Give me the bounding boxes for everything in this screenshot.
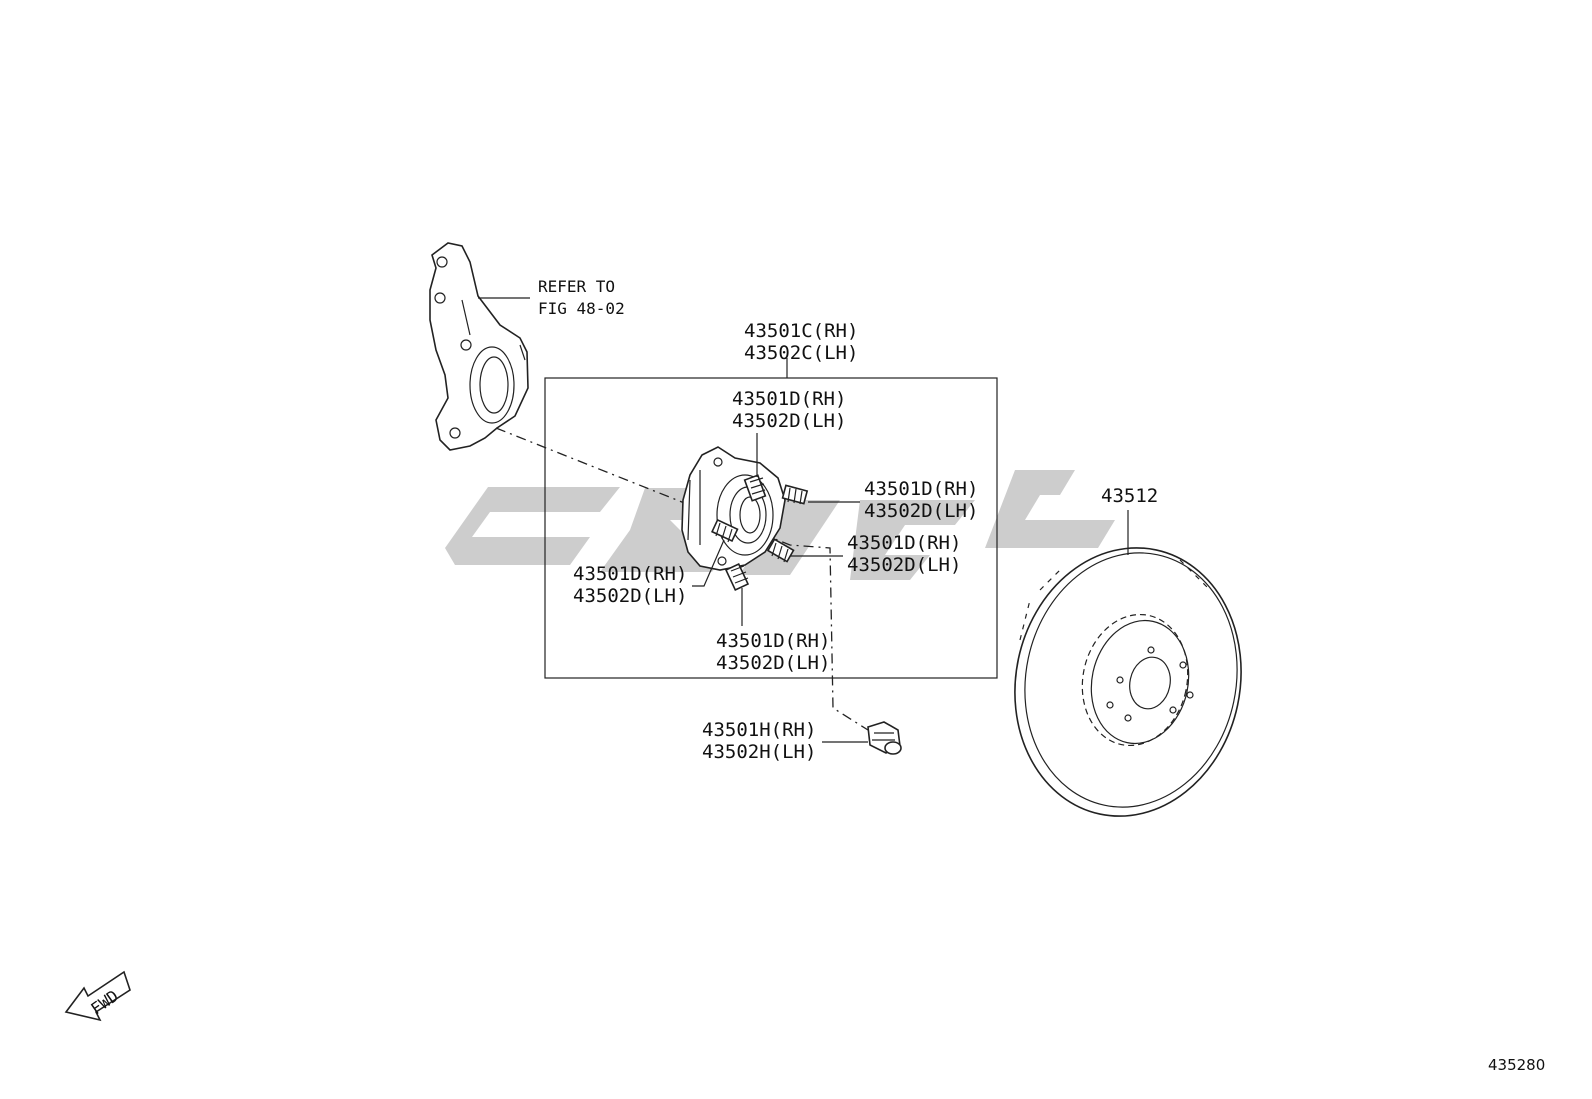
stud-bottom-lh: 43502D(LH)	[716, 652, 830, 674]
stud-right-lower-lh: 43502D(LH)	[847, 554, 961, 576]
fwd-arrow-icon: FWD	[64, 970, 131, 1022]
nut-lh: 43502H(LH)	[702, 741, 816, 763]
hub-nut	[867, 721, 902, 755]
refer-line1: REFER TO	[538, 277, 615, 296]
brake-disc	[1014, 547, 1242, 817]
hub-bolt-top	[743, 474, 767, 502]
steering-knuckle	[429, 242, 529, 451]
stud-right-upper-rh: 43501D(RH)	[864, 478, 978, 500]
stud-left-leader	[692, 539, 725, 587]
centerline	[495, 427, 869, 731]
stud-left-rh: 43501D(RH)	[573, 563, 687, 585]
stud-top-rh: 43501D(RH)	[732, 388, 846, 410]
hub-bolt-bottom	[724, 563, 750, 591]
figure-number: 435280	[1488, 1056, 1545, 1074]
nut-rh: 43501H(RH)	[702, 719, 816, 741]
stud-right-lower-rh: 43501D(RH)	[847, 532, 961, 554]
hub-assembly-box	[544, 377, 998, 679]
stud-right-upper-lh: 43502D(LH)	[864, 500, 978, 522]
stud-bottom-rh: 43501D(RH)	[716, 630, 830, 652]
hub-assembly-rh: 43501C(RH)	[744, 320, 858, 342]
hub-bolt-left	[711, 518, 739, 543]
disc-label: 43512	[1101, 485, 1158, 507]
stud-top-lh: 43502D(LH)	[732, 410, 846, 432]
hub-assembly-lh: 43502C(LH)	[744, 342, 858, 364]
refer-line2: FIG 48-02	[538, 299, 625, 318]
hub-bolt-right-upper	[781, 484, 809, 505]
stud-left-lh: 43502D(LH)	[573, 585, 687, 607]
